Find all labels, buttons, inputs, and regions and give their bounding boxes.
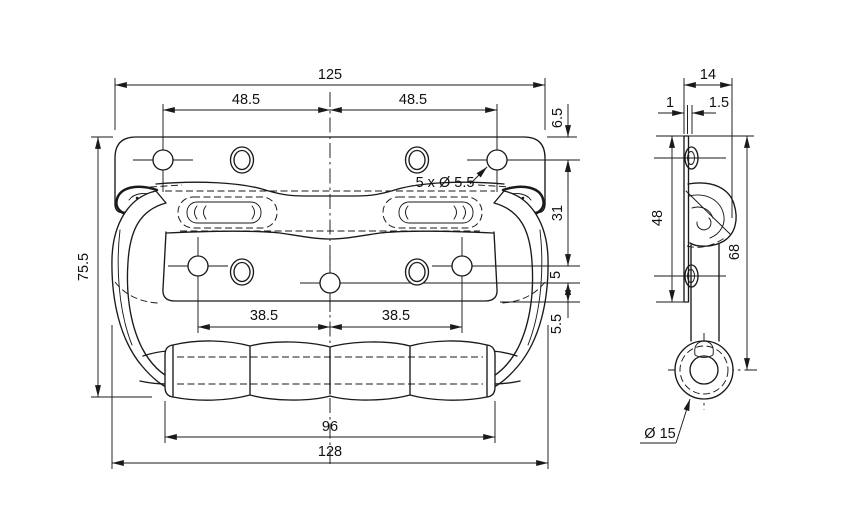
dim-48_5-right-label: 48.5 [399,92,427,108]
dim-38_5-left-label: 38.5 [250,308,278,324]
dim-5_5-label: 5.5 [549,314,565,334]
dim-5-label: 5 [548,271,564,279]
dim-75_5-label: 75.5 [76,253,92,281]
grip-tube [164,340,496,401]
dim-1-label: 1 [666,95,674,111]
dim-48_5-left-label: 48.5 [232,92,260,108]
grip-section [668,333,757,410]
dim-38_5-right-label: 38.5 [382,308,410,324]
bail-swing-arc-left [114,281,159,304]
front-view: 125 48.5 48.5 6.5 31 5 5.5 38.5 3 [76,67,580,469]
dim-128-label: 128 [318,444,342,460]
dim-125-label: 125 [318,67,342,83]
side-bail [690,243,720,342]
front-dimensions: 125 48.5 48.5 6.5 31 5 5.5 38.5 3 [76,67,580,469]
hole-top-right [486,149,508,171]
bail-swing-arc-right [501,281,546,304]
dim-31-label: 31 [550,205,566,221]
rivet-ovals [229,146,430,286]
hole-note-label: 5 x Ø 5.5 [416,175,475,191]
dim-1_5-label: 1.5 [709,95,729,111]
spring-slots [165,190,495,232]
hole-center [319,272,341,294]
dim-6_5-label: 6.5 [550,108,566,128]
dim-14-label: 14 [700,67,716,83]
spring-housing [685,182,737,248]
dim-68-label: 68 [727,244,743,260]
hole-top-left [152,149,174,171]
hole-bottom-right [451,255,473,277]
side-view: 14 1 1.5 48 68 Ø 15 [640,67,757,444]
front-plate-upper [114,136,546,216]
grip-diameter-note-label: Ø 15 [644,426,675,442]
dim-48-label: 48 [650,210,666,226]
side-dimensions: 14 1 1.5 48 68 Ø 15 [640,67,754,444]
hole-bottom-left [187,255,209,277]
mounting-holes [133,104,580,333]
dim-96-label: 96 [322,419,338,435]
